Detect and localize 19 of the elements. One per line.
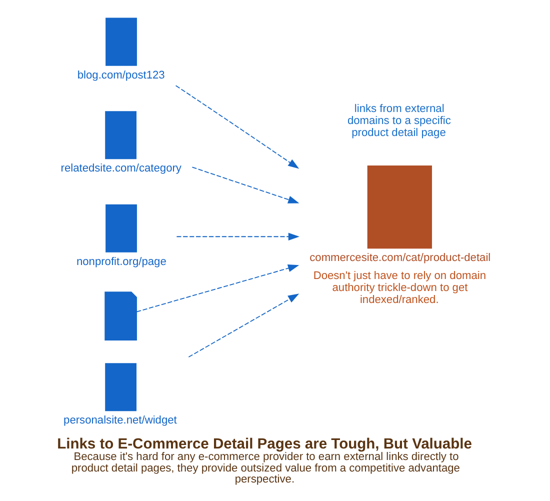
node-box — [106, 204, 137, 252]
node-label: personalsite.net/widget — [64, 414, 177, 427]
node-label: relatedsite.com/category — [60, 162, 182, 175]
arrow — [136, 264, 300, 312]
node-box — [105, 363, 136, 412]
arrow — [175, 85, 300, 169]
node-box — [367, 166, 432, 249]
node-label: nonprofit.org/page — [76, 256, 166, 268]
arrow — [192, 166, 300, 204]
caption: Because it's hard for any e-commerce provider to earn external links directly to product detail pages, they provide outsized value from a competitive advantage perspective. — [71, 451, 460, 486]
label: links from external domains to a specific product detail page — [347, 103, 451, 140]
arrow — [176, 232, 300, 241]
arrow — [188, 294, 300, 358]
diagram-title: Links to E-Commerce Detail Pages are Tough, But Valuable — [57, 436, 472, 452]
node-box — [106, 18, 137, 66]
node-label: blog.com/post123 — [77, 69, 165, 82]
node-box — [105, 111, 136, 160]
node-label: commercesite.com/cat/product-detail — [310, 252, 491, 264]
node-label: Doesn't just have to rely on domain authority trickle-down to get indexed/ranked. — [313, 270, 486, 306]
